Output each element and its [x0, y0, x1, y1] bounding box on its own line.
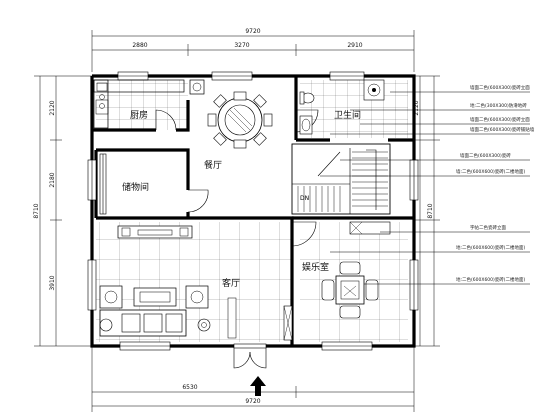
- note-5: 墙面二色(600X300)瓷砖: [460, 152, 511, 159]
- room-label-kitchen: 厨房: [130, 109, 148, 121]
- tv-cabinet: [117, 225, 193, 239]
- right-seg1-dim: 2120: [413, 100, 420, 115]
- left-seg3-dim: 3910: [49, 275, 56, 290]
- wall-cabinet: [227, 297, 293, 341]
- room-label-dining: 餐厅: [204, 159, 222, 171]
- left-seg2-dim: 2180: [49, 172, 56, 187]
- shower-icon: [363, 79, 385, 101]
- top-dimension-chain: 9720 2880 3270 2910: [91, 28, 415, 72]
- top-right-dim: 2910: [347, 42, 362, 49]
- dining-table-icon: [207, 91, 273, 149]
- note-9: 地:二色(600X600)瓷砖(二楼地面): [456, 276, 526, 283]
- bottom-dimension-chain: 6530 9720: [91, 346, 415, 412]
- bottom-total-dim: 9720: [245, 398, 260, 405]
- room-label-bathroom: 卫生间: [334, 109, 361, 121]
- leisure-cabinet: [349, 221, 391, 235]
- room-label-leisure: 娱乐室: [302, 261, 329, 273]
- entrance-arrow-icon: [250, 376, 266, 396]
- note-7: 字帖二色瓷砖立面: [470, 224, 506, 231]
- storage-shelf: [99, 153, 107, 215]
- note-8: 地:二色(600X600)瓷砖(二楼地面): [456, 244, 526, 251]
- right-total-dim: 8710: [427, 203, 434, 218]
- washbasin-icon: [299, 115, 313, 135]
- staircase: DN: [291, 143, 391, 215]
- room-label-storage: 储物间: [122, 181, 149, 193]
- stair-direction-label: DN: [300, 195, 309, 202]
- bathroom-floor-tiles: [300, 80, 408, 138]
- note-1: 墙面二色(600X300)瓷砖立面: [470, 84, 530, 91]
- top-middle-dim: 3270: [234, 42, 249, 49]
- toilet-icon: [299, 91, 315, 105]
- note-6: 墙:二色(600X600)瓷砖(二楼地面): [456, 168, 526, 175]
- refrigerator-icon: [189, 79, 205, 95]
- note-3: 墙面二色(600X300)瓷砖立面: [470, 116, 530, 123]
- note-2: 地:二色(300X300)防滑地砖: [470, 102, 527, 109]
- annotation-leaders: [320, 91, 530, 285]
- left-dimension-chain: 8710 2120 2180 3910: [33, 75, 92, 347]
- left-seg1-dim: 2120: [49, 100, 56, 115]
- windows: [87, 71, 419, 351]
- bottom-left-dim: 6530: [182, 384, 197, 391]
- coffee-table: [133, 287, 177, 307]
- sofa-icon: [99, 285, 209, 337]
- kitchen-counter: [93, 79, 185, 129]
- kitchen-floor-tiles: [96, 80, 188, 130]
- card-table-icon: [321, 261, 379, 319]
- left-total-dim: 8710: [33, 203, 40, 218]
- note-4: 墙面二色(600X300)瓷砖铺贴墙: [470, 126, 535, 133]
- top-total-dim: 9720: [245, 28, 260, 35]
- room-label-living: 客厅: [222, 277, 240, 289]
- top-left-dim: 2880: [132, 42, 147, 49]
- side-plant-icon: [99, 318, 211, 332]
